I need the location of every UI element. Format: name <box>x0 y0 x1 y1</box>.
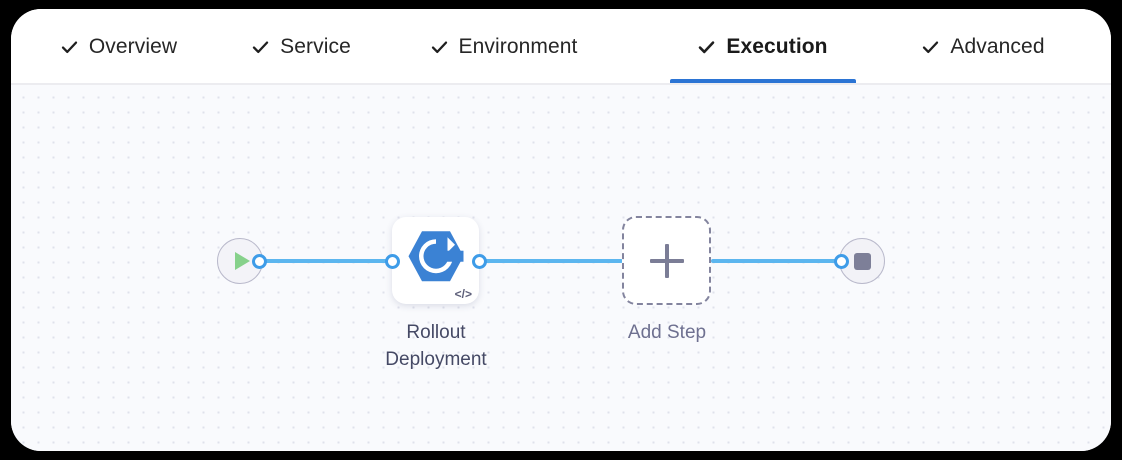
tab-environment[interactable]: Environment <box>394 9 614 83</box>
pipeline-canvas[interactable]: </> Rollout Deployment Add Step <box>11 85 1111 451</box>
tab-advanced-underline <box>891 79 1076 83</box>
code-icon: </> <box>454 287 472 301</box>
add-step-button[interactable] <box>622 216 711 305</box>
tab-environment-label: Environment <box>458 34 578 58</box>
tab-overview-label: Overview <box>88 34 178 58</box>
pipeline-studio-card: Overview Service Environment <box>11 9 1111 451</box>
tab-overview[interactable]: Overview <box>29 9 209 83</box>
add-step-label: Add Step <box>627 322 707 343</box>
port-end-input[interactable] <box>834 254 849 269</box>
plus-icon <box>649 243 684 278</box>
rollout-deployment-icon <box>407 230 464 287</box>
tab-service[interactable]: Service <box>219 9 384 83</box>
step-node-rollout-deployment[interactable]: </> <box>392 217 479 304</box>
port-start-output[interactable] <box>252 254 267 269</box>
edge-step-to-add <box>477 259 623 263</box>
check-icon <box>922 39 939 56</box>
tab-execution[interactable]: Execution <box>670 9 856 83</box>
tab-execution-label: Execution <box>726 34 828 58</box>
step-node-label: Rollout Deployment <box>385 322 487 370</box>
play-icon <box>234 252 250 270</box>
check-icon <box>61 39 78 56</box>
tab-advanced-label: Advanced <box>950 34 1045 58</box>
pipeline-tab-bar: Overview Service Environment <box>11 9 1111 85</box>
edge-start-to-step <box>254 259 396 263</box>
tab-environment-underline <box>394 79 614 83</box>
check-icon <box>252 39 269 56</box>
tab-service-underline <box>219 79 384 83</box>
port-step-input[interactable] <box>385 254 400 269</box>
tab-service-label: Service <box>280 34 351 58</box>
tab-overview-underline <box>29 79 209 83</box>
edge-add-to-end <box>711 259 839 263</box>
port-step-output[interactable] <box>472 254 487 269</box>
check-icon <box>698 39 715 56</box>
tab-execution-underline <box>670 79 856 83</box>
tab-advanced[interactable]: Advanced <box>891 9 1076 83</box>
check-icon <box>431 39 448 56</box>
stop-icon <box>853 252 871 270</box>
